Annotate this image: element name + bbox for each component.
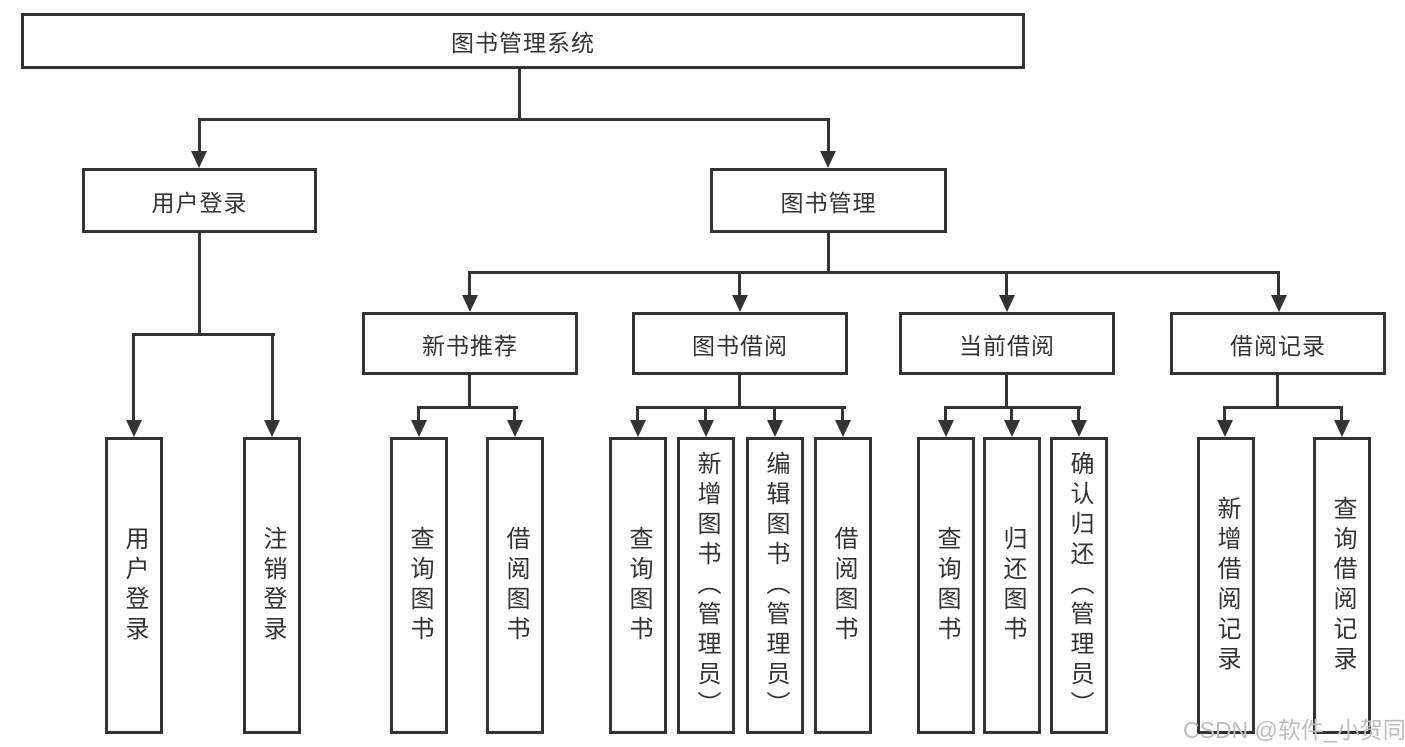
arrow-down-icon <box>767 420 783 437</box>
connector-line <box>513 406 516 422</box>
leaf-current-return: 归还图书 <box>983 437 1041 734</box>
csdn-watermark: CSDN @软件_小贺同学 <box>1183 717 1405 743</box>
leaf-current-query: 查询图书 <box>917 437 975 734</box>
arrow-down-icon <box>1334 420 1350 437</box>
node-borrow-records: 借阅记录 <box>1170 312 1386 375</box>
connector-line <box>841 406 844 422</box>
node-label: 图书管理 <box>780 189 877 216</box>
node-user-login: 用户登录 <box>82 168 317 233</box>
node-label: 用户登录 <box>151 189 248 216</box>
arrow-down-icon <box>698 420 714 437</box>
node-label: 借阅记录 <box>1230 332 1326 359</box>
arrow-down-icon <box>1271 295 1287 312</box>
leaf-borrow-book: 借阅图书 <box>814 437 872 734</box>
arrow-down-icon <box>191 151 207 168</box>
connector-line <box>704 406 707 422</box>
connector-line <box>636 406 639 422</box>
connector-line <box>636 406 846 409</box>
leaf-label: 查询图书 <box>625 525 652 646</box>
node-label: 新书推荐 <box>422 332 518 359</box>
node-current-borrow: 当前借阅 <box>899 312 1115 375</box>
connector-line <box>198 118 201 153</box>
leaf-current-confirm-admin: 确认归还（管理员） <box>1050 437 1108 734</box>
node-book-borrow: 图书借阅 <box>632 312 848 375</box>
connector-line <box>773 406 776 422</box>
connector-line <box>1005 375 1008 408</box>
leaf-label: 借阅图书 <box>502 525 529 646</box>
leaf-label: 查询图书 <box>406 525 433 646</box>
connector-line <box>944 406 947 422</box>
leaf-label: 确认归还（管理员） <box>1066 450 1093 721</box>
leaf-newbook-query: 查询图书 <box>390 437 448 734</box>
arrow-down-icon <box>630 420 646 437</box>
leaf-label: 查询借阅记录 <box>1329 495 1356 676</box>
connector-line <box>1005 271 1008 297</box>
leaf-borrow-query: 查询图书 <box>609 437 667 734</box>
leaf-borrow-edit-admin: 编辑图书（管理员） <box>746 437 804 734</box>
leaf-label: 查询图书 <box>933 525 960 646</box>
node-new-book-recommend: 新书推荐 <box>362 312 578 375</box>
arrow-down-icon <box>999 295 1015 312</box>
leaf-user-login: 用户登录 <box>105 437 163 734</box>
connector-line <box>1077 406 1080 422</box>
connector-line <box>1223 406 1343 409</box>
arrow-down-icon <box>938 420 954 437</box>
arrow-down-icon <box>507 420 523 437</box>
arrow-down-icon <box>820 151 836 168</box>
leaf-label: 新增图书（管理员） <box>693 450 720 721</box>
arrow-down-icon <box>126 420 142 437</box>
node-label: 图书管理系统 <box>451 30 595 56</box>
arrow-down-icon <box>1217 420 1233 437</box>
connector-line <box>1276 375 1279 408</box>
leaf-label: 借阅图书 <box>830 525 857 646</box>
connector-line <box>738 271 741 297</box>
leaf-borrow-add-admin: 新增图书（管理员） <box>677 437 735 734</box>
arrow-down-icon <box>732 295 748 312</box>
connector-line <box>417 406 518 409</box>
node-label: 当前借阅 <box>959 332 1055 359</box>
connector-line <box>132 333 135 422</box>
connector-line <box>468 375 471 408</box>
leaf-label: 归还图书 <box>999 525 1026 646</box>
arrow-down-icon <box>1004 420 1020 437</box>
arrow-down-icon <box>835 420 851 437</box>
arrow-down-icon <box>1071 420 1087 437</box>
connector-line <box>827 233 830 273</box>
leaf-newbook-borrow: 借阅图书 <box>486 437 544 734</box>
connector-line <box>1223 406 1226 422</box>
connector-line <box>468 271 1280 274</box>
arrow-down-icon <box>264 420 280 437</box>
connector-line <box>1010 406 1013 422</box>
arrow-down-icon <box>462 295 478 312</box>
leaf-label: 注销登录 <box>259 525 286 646</box>
node-root-library-system: 图书管理系统 <box>21 13 1025 69</box>
leaf-label: 用户登录 <box>121 525 148 646</box>
connector-line <box>1340 406 1343 422</box>
connector-line <box>198 118 830 121</box>
leaf-label: 新增借阅记录 <box>1213 495 1240 676</box>
leaf-logout: 注销登录 <box>243 437 301 734</box>
connector-line <box>827 118 830 153</box>
leaf-records-add: 新增借阅记录 <box>1197 437 1255 734</box>
connector-line <box>468 271 471 297</box>
arrow-down-icon <box>411 420 427 437</box>
connector-line <box>271 333 274 422</box>
node-book-management: 图书管理 <box>710 168 947 233</box>
leaf-records-query: 查询借阅记录 <box>1313 437 1371 734</box>
leaf-label: 编辑图书（管理员） <box>762 450 789 721</box>
node-label: 图书借阅 <box>692 332 788 359</box>
connector-line <box>738 375 741 408</box>
connector-line <box>198 233 201 335</box>
connector-line <box>518 67 521 120</box>
connector-line <box>1277 271 1280 297</box>
connector-line <box>132 333 275 336</box>
connector-line <box>417 406 420 422</box>
